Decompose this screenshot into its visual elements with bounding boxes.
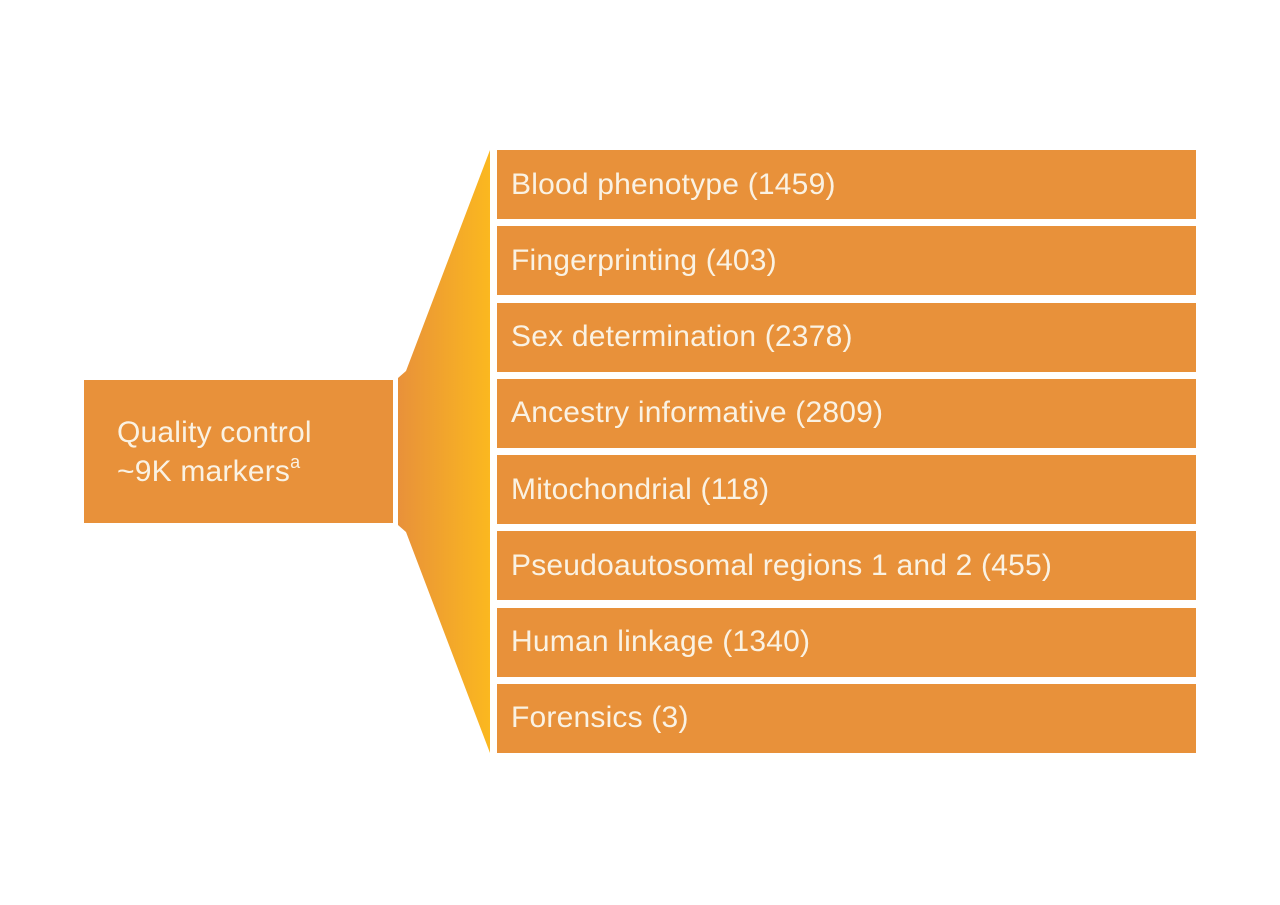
branch-label: Ancestry informative (2809) — [511, 396, 884, 430]
branch-label: Human linkage (1340) — [511, 625, 811, 659]
branch-label: Pseudoautosomal regions 1 and 2 (455) — [511, 548, 1053, 582]
branch-node-pseudoautosomal-regions: Pseudoautosomal regions 1 and 2 (455) — [497, 531, 1196, 601]
branch-label: Fingerprinting (403) — [511, 243, 777, 277]
funnel-shape — [398, 150, 490, 753]
connector-funnel — [398, 150, 490, 753]
branch-label: Forensics (3) — [511, 701, 689, 735]
footnote-marker: a — [290, 451, 301, 472]
branch-node-mitochondrial: Mitochondrial (118) — [497, 455, 1196, 525]
branch-node-fingerprinting: Fingerprinting (403) — [497, 226, 1196, 296]
branch-label: Blood phenotype (1459) — [511, 167, 836, 201]
branch-list: Blood phenotype (1459) Fingerprinting (4… — [497, 150, 1196, 753]
branch-label: Sex determination (2378) — [511, 320, 853, 354]
root-node-line1: Quality control — [117, 415, 312, 449]
branch-node-sex-determination: Sex determination (2378) — [497, 302, 1196, 372]
branch-node-forensics: Forensics (3) — [497, 683, 1196, 753]
root-node-quality-control: Quality control ~9K markersa — [84, 380, 393, 523]
branch-node-ancestry-informative: Ancestry informative (2809) — [497, 378, 1196, 448]
branch-node-blood-phenotype: Blood phenotype (1459) — [497, 150, 1196, 219]
root-node-line2: ~9K markersa — [117, 451, 301, 488]
branch-label: Mitochondrial (118) — [511, 472, 770, 506]
branch-node-human-linkage: Human linkage (1340) — [497, 607, 1196, 677]
